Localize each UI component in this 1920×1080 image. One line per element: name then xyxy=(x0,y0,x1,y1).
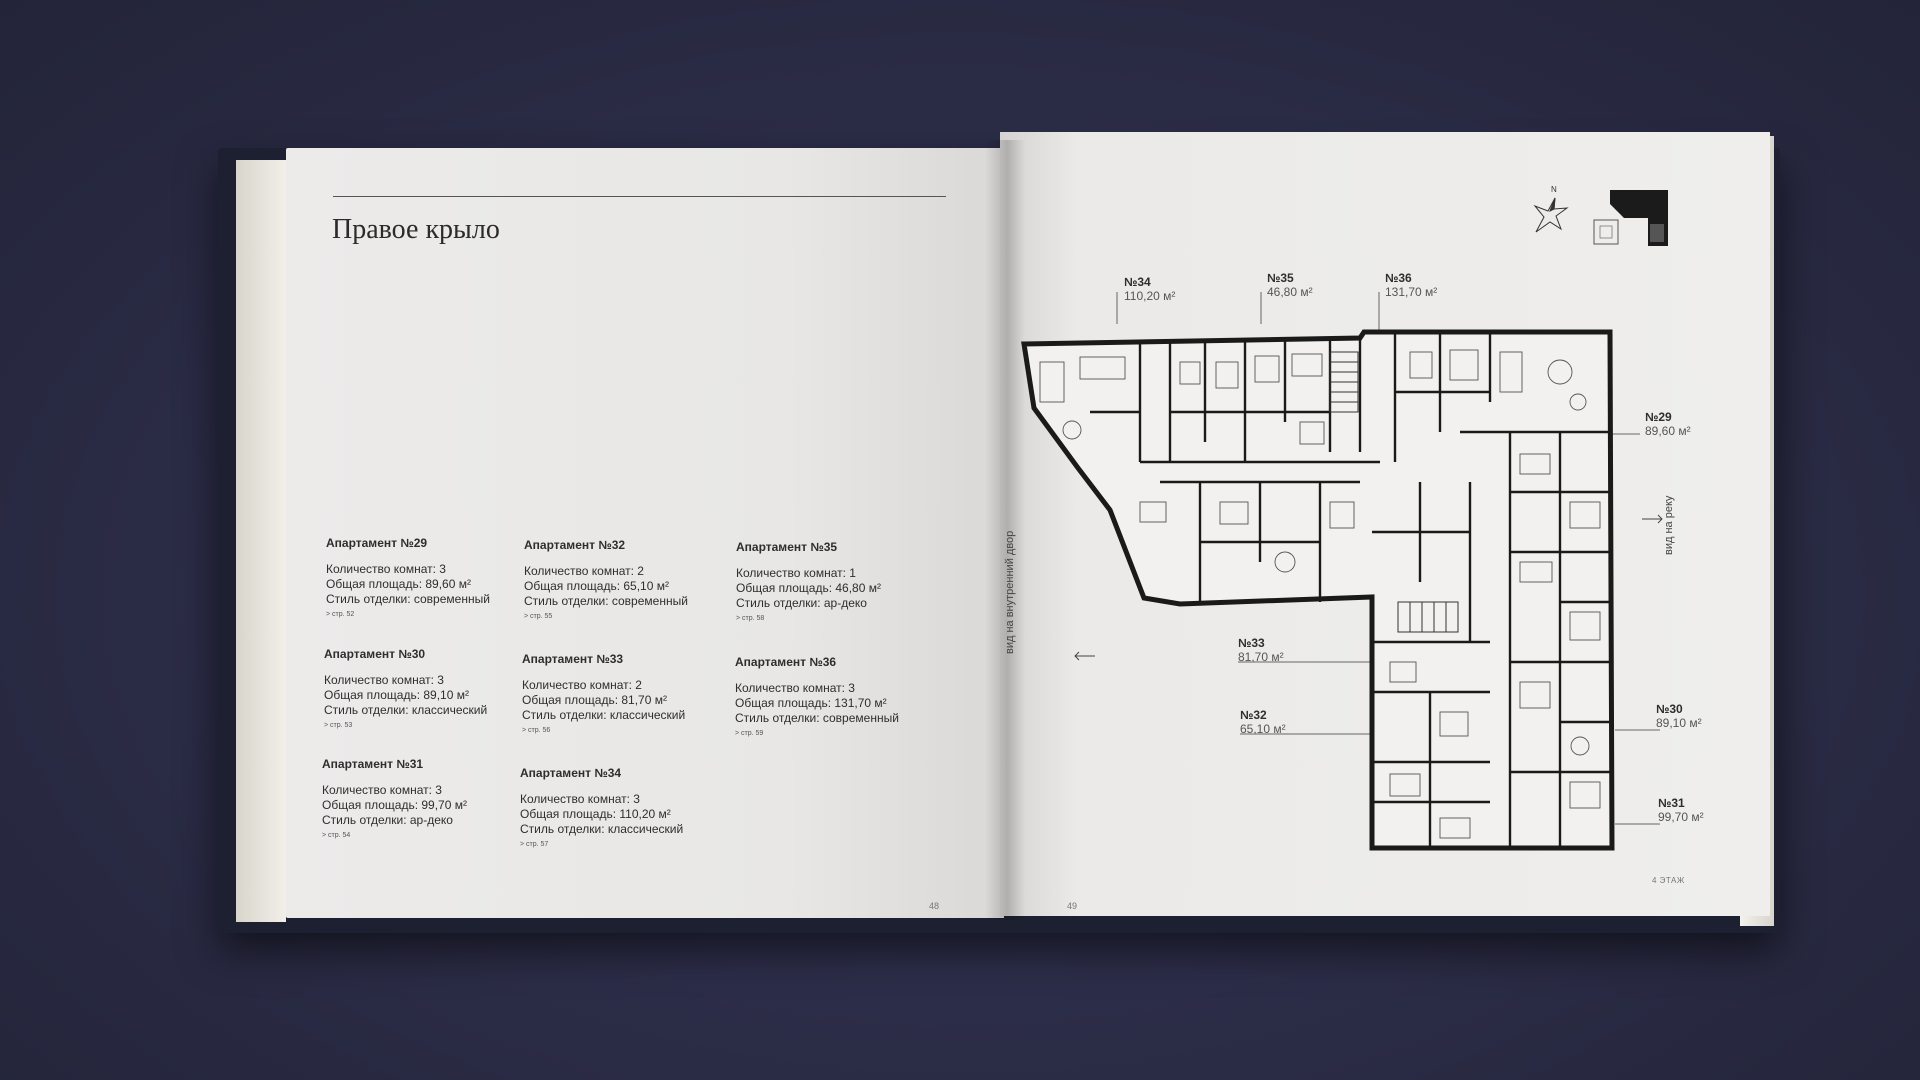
label-leader-lines xyxy=(1116,292,1660,825)
unit-label-34: №34 110,20 м² xyxy=(1124,275,1175,303)
unit-label-31: №31 99,70 м² xyxy=(1658,796,1704,824)
spine-shadow xyxy=(985,140,1025,920)
apartment-page-ref: > стр. 54 xyxy=(322,832,351,839)
apartment-page-ref: > стр. 58 xyxy=(736,615,765,622)
title-rule xyxy=(333,196,946,197)
page-stack-left xyxy=(236,160,286,922)
apartment-rooms: Количество комнат: 3 xyxy=(322,783,442,797)
apartment-30-info: Апартамент №30 Количество комнат: 3 Обща… xyxy=(324,647,487,729)
unit-number: №31 xyxy=(1658,796,1685,810)
apartment-rooms: Количество комнат: 2 xyxy=(524,564,644,578)
apartment-rooms: Количество комнат: 2 xyxy=(522,678,642,692)
compass-rose-icon: N xyxy=(1533,185,1569,233)
unit-area: 89,10 м² xyxy=(1656,716,1702,730)
apartment-32-info: Апартамент №32 Количество комнат: 2 Обща… xyxy=(524,538,688,620)
page-title: Правое крыло xyxy=(332,214,500,245)
unit-number: №33 xyxy=(1238,636,1265,650)
unit-number: №32 xyxy=(1240,708,1267,722)
apartment-35-info: Апартамент №35 Количество комнат: 1 Обща… xyxy=(736,540,881,622)
apartment-name: Апартамент №36 xyxy=(735,655,837,669)
key-plan-icon xyxy=(1593,190,1668,246)
unit-area: 110,20 м² xyxy=(1124,289,1176,303)
apartment-name: Апартамент №34 xyxy=(520,766,622,780)
apartment-area: Общая площадь: 110,20 м² xyxy=(520,807,671,821)
unit-label-35: №35 46,80 м² xyxy=(1267,271,1313,299)
apartment-style: Стиль отделки: современный xyxy=(524,594,688,608)
apartment-area: Общая площадь: 89,60 м² xyxy=(326,577,471,591)
view-river-label: вид на реку xyxy=(1663,495,1675,555)
unit-area: 99,70 м² xyxy=(1658,810,1704,824)
right-page-number: 49 xyxy=(1067,901,1078,911)
apartment-area: Общая площадь: 65,10 м² xyxy=(524,579,669,593)
unit-area: 89,60 м² xyxy=(1645,424,1691,438)
compass-north-label: N xyxy=(1551,185,1557,194)
unit-area: 131,70 м² xyxy=(1385,285,1438,299)
apartment-36-info: Апартамент №36 Количество комнат: 3 Обща… xyxy=(735,655,899,737)
unit-number: №36 xyxy=(1385,271,1412,285)
apartment-page-ref: > стр. 59 xyxy=(735,730,764,737)
unit-number: №35 xyxy=(1267,271,1294,285)
apartment-style: Стиль отделки: классический xyxy=(522,708,686,722)
unit-number: №34 xyxy=(1124,275,1151,289)
apartment-name: Апартамент №31 xyxy=(322,757,424,771)
apartment-name: Апартамент №29 xyxy=(326,536,428,550)
left-page-number: 48 xyxy=(929,901,940,911)
view-courtyard-label: вид на внутренний двор xyxy=(1004,530,1016,654)
floor-label: 4 ЭТАЖ xyxy=(1652,876,1685,885)
apartment-style: Стиль отделки: современный xyxy=(735,711,899,725)
apartment-area: Общая площадь: 99,70 м² xyxy=(322,798,467,812)
floor-plan xyxy=(1021,292,1660,851)
apartment-29-info: Апартамент №29 Количество комнат: 3 Обща… xyxy=(326,536,490,618)
apartment-name: Апартамент №35 xyxy=(736,540,838,554)
apartment-area: Общая площадь: 46,80 м² xyxy=(736,581,881,595)
unit-area: 46,80 м² xyxy=(1267,285,1313,299)
unit-area: 81,70 м² xyxy=(1238,650,1284,664)
apartment-rooms: Количество комнат: 3 xyxy=(735,681,855,695)
unit-label-30: №30 89,10 м² xyxy=(1656,702,1702,730)
apartment-rooms: Количество комнат: 1 xyxy=(736,566,856,580)
stair-icon xyxy=(1329,351,1459,633)
unit-number: №29 xyxy=(1645,410,1672,424)
unit-label-33: №33 81,70 м² xyxy=(1238,636,1284,664)
apartment-style: Стиль отделки: классический xyxy=(520,822,684,836)
apartment-name: Апартамент №33 xyxy=(522,652,624,666)
apartment-name: Апартамент №32 xyxy=(524,538,626,552)
apartment-rooms: Количество комнат: 3 xyxy=(326,562,446,576)
interior-walls xyxy=(1090,334,1610,848)
apartment-rooms: Количество комнат: 3 xyxy=(520,792,640,806)
apartment-33-info: Апартамент №33 Количество комнат: 2 Обща… xyxy=(522,652,685,734)
apartment-style: Стиль отделки: классический xyxy=(324,703,488,717)
apartment-area: Общая площадь: 131,70 м² xyxy=(735,696,887,710)
unit-area: 65,10 м² xyxy=(1240,722,1286,736)
apartment-style: Стиль отделки: современный xyxy=(326,592,490,606)
apartment-34-info: Апартамент №34 Количество комнат: 3 Обща… xyxy=(520,766,683,848)
unit-label-32: №32 65,10 м² xyxy=(1240,708,1286,736)
apartment-31-info: Апартамент №31 Количество комнат: 3 Обща… xyxy=(322,757,467,839)
apartment-style: Стиль отделки: ар-деко xyxy=(736,596,867,610)
apartment-style: Стиль отделки: ар-деко xyxy=(322,813,453,827)
apartment-area: Общая площадь: 81,70 м² xyxy=(522,693,667,707)
apartment-rooms: Количество комнат: 3 xyxy=(324,673,444,687)
unit-label-36: №36 131,70 м² xyxy=(1385,271,1437,299)
apartment-page-ref: > стр. 53 xyxy=(324,722,353,729)
apartment-page-ref: > стр. 56 xyxy=(522,727,551,734)
apartment-page-ref: > стр. 52 xyxy=(326,611,355,618)
furniture-icons xyxy=(1039,349,1601,839)
unit-number: №30 xyxy=(1656,702,1683,716)
building-outline xyxy=(1021,329,1615,851)
left-page xyxy=(286,148,1004,918)
arrow-right-icon xyxy=(1642,514,1663,524)
arrow-left-icon xyxy=(1074,651,1095,661)
apartment-page-ref: > стр. 57 xyxy=(520,841,549,848)
apartment-area: Общая площадь: 89,10 м² xyxy=(324,688,469,702)
apartment-page-ref: > стр. 55 xyxy=(524,613,553,620)
unit-label-29: №29 89,60 м² xyxy=(1645,410,1691,438)
apartment-name: Апартамент №30 xyxy=(324,647,426,661)
